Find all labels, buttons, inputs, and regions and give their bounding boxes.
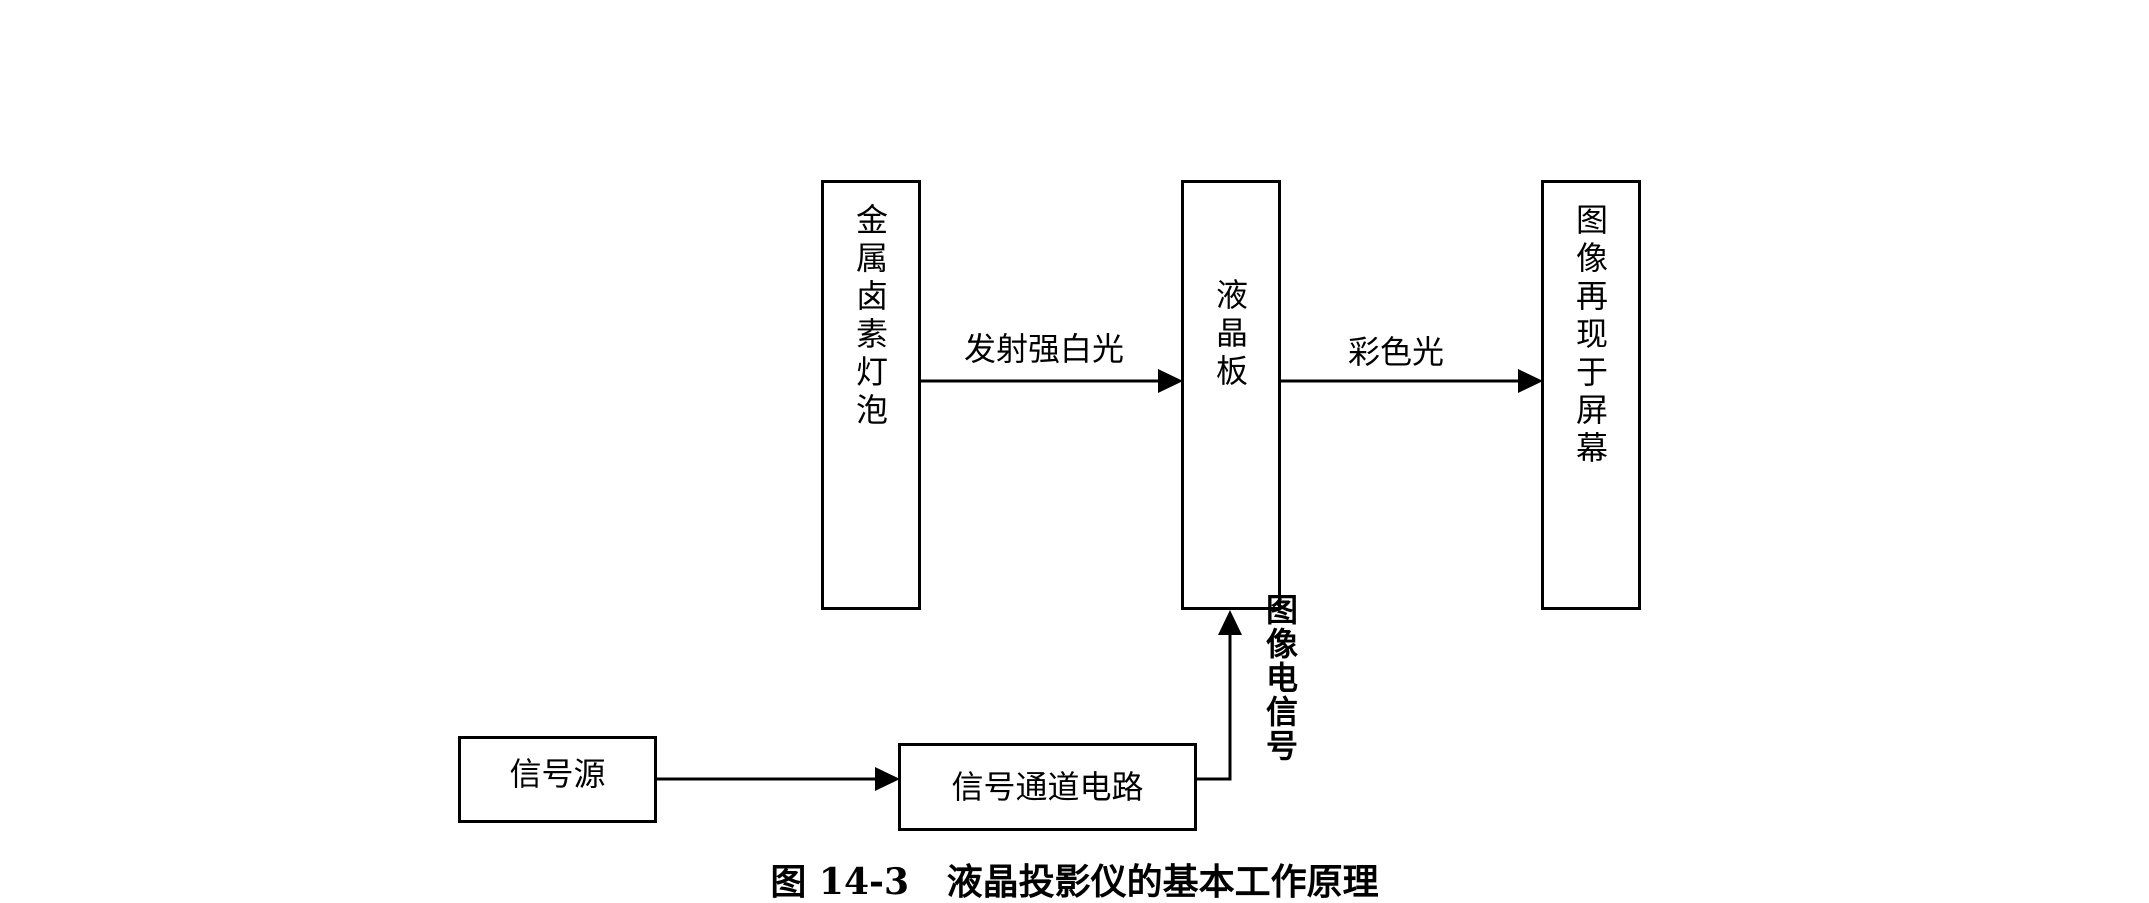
screen-label: 图像再现于屏幕 — [1576, 201, 1609, 467]
signal-source-box: 信号源 — [458, 736, 657, 823]
edge-label-lamp-to-lcd: 发射强白光 — [964, 330, 1125, 368]
signal-circuit-label: 信号通道电路 — [951, 768, 1144, 806]
lamp-box: 金属卤素灯泡 — [821, 180, 921, 610]
edge-label-circuit-to-lcd: 图像电信号 — [1265, 591, 1298, 765]
edge-lcd-to-screen — [1281, 369, 1543, 393]
lcd-panel-box: 液晶板 — [1181, 180, 1281, 610]
screen-box: 图像再现于屏幕 — [1541, 180, 1641, 610]
edge-lamp-to-lcd — [920, 369, 1183, 393]
edge-source-to-circuit — [656, 767, 900, 791]
lamp-label: 金属卤素灯泡 — [856, 201, 889, 429]
signal-source-label: 信号源 — [509, 754, 606, 793]
signal-circuit-box: 信号通道电路 — [898, 743, 1197, 831]
edge-circuit-to-lcd — [1196, 610, 1242, 781]
lcd-panel-label: 液晶板 — [1216, 276, 1249, 390]
figure-caption: 图 14-3 液晶投影仪的基本工作原理 — [770, 861, 1379, 903]
edge-label-lcd-to-screen: 彩色光 — [1348, 333, 1445, 371]
